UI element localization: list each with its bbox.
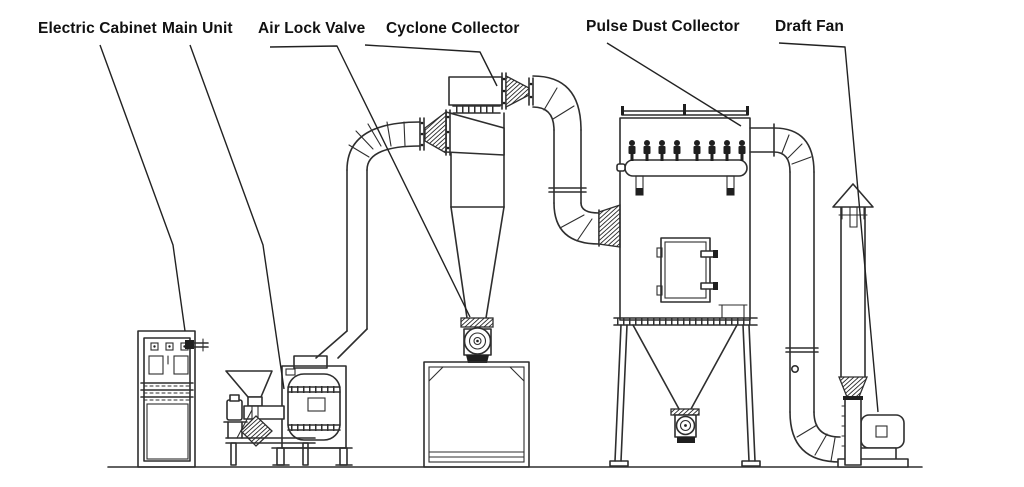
- leader-pulse-dust-collector: [606, 42, 742, 127]
- pulse-dust-collector-drawing: [609, 104, 761, 467]
- leader-draft-fan: [778, 42, 879, 413]
- air-lock-valve-drawing: [460, 317, 494, 363]
- electric-cabinet-drawing: [137, 330, 209, 468]
- pulse-valves: [628, 140, 746, 161]
- exhaust-stack-drawing: [832, 183, 874, 378]
- label-cyclone-collector: Cyclone Collector: [386, 20, 520, 37]
- label-pulse-dust-collector: Pulse Dust Collector: [586, 18, 740, 35]
- draft-fan-drawing: [837, 376, 909, 468]
- label-main-unit: Main Unit: [162, 20, 233, 37]
- duct-pulse-to-fan: [749, 123, 841, 463]
- leader-cyclone-collector: [364, 44, 498, 87]
- duct-cyclone-to-pulse: [532, 75, 621, 248]
- label-air-lock-valve: Air Lock Valve: [258, 20, 366, 37]
- leader-electric-cabinet: [99, 44, 186, 332]
- leader-lines: [99, 42, 879, 413]
- label-draft-fan: Draft Fan: [775, 18, 844, 35]
- leader-main-unit: [189, 44, 285, 390]
- cyclone-collector-drawing: [445, 72, 534, 319]
- label-electric-cabinet: Electric Cabinet: [38, 20, 157, 37]
- cyclone-inlet-connection: [419, 109, 451, 156]
- collection-bin-drawing: [423, 361, 530, 468]
- duct-main-to-cyclone: [315, 121, 421, 359]
- leader-air-lock-valve: [269, 45, 471, 318]
- main-unit-drawing: [223, 355, 353, 466]
